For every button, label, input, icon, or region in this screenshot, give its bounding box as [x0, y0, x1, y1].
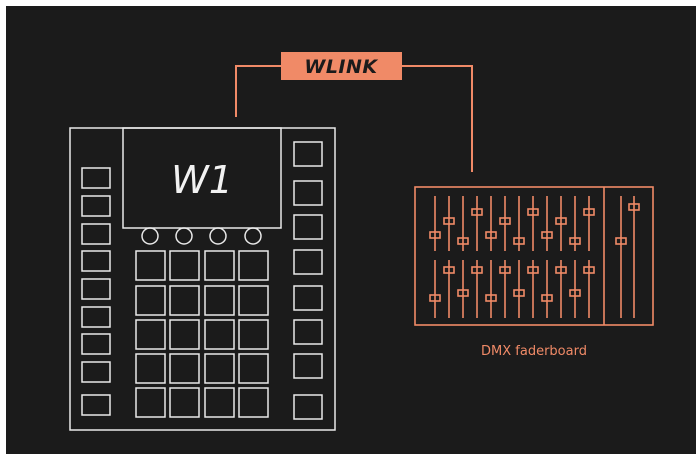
w1-side-button [293, 353, 323, 379]
fader-knob [485, 294, 497, 302]
fader-knob [569, 289, 581, 297]
w1-pad [238, 285, 269, 316]
master-faders [615, 196, 640, 318]
w1-side-button [293, 141, 323, 167]
fader-knob [583, 266, 595, 274]
master-fader-knob [628, 203, 640, 211]
fader-knob [443, 217, 455, 225]
fader-knob [527, 266, 539, 274]
w1-pad-grid [135, 250, 269, 418]
w1-pad [169, 285, 200, 316]
fader-knob [527, 208, 539, 216]
w1-side-button [81, 333, 111, 355]
fader-knob [541, 231, 553, 239]
w1-knob-row [141, 227, 262, 245]
w1-pad [238, 387, 269, 418]
w1-knob [141, 227, 159, 245]
wlink-badge-box [281, 52, 402, 80]
w1-pad [204, 285, 235, 316]
w1-side-button [293, 249, 323, 275]
w1-left-button-column [81, 167, 111, 416]
diagram-background [6, 6, 696, 454]
fader-knob [457, 289, 469, 297]
fader-knob [499, 266, 511, 274]
w1-side-button [81, 361, 111, 383]
w1-side-button [293, 285, 323, 311]
fader-knob [485, 231, 497, 239]
fader-knob [499, 217, 511, 225]
w1-right-button-column [293, 141, 323, 420]
fader-knob [457, 237, 469, 245]
fader-knob [429, 231, 441, 239]
w1-knob [244, 227, 262, 245]
fader-bank-top [429, 196, 595, 251]
w1-knob [175, 227, 193, 245]
w1-pad [169, 387, 200, 418]
fader-bank-bottom [429, 260, 595, 318]
w1-pad [169, 319, 200, 350]
w1-side-button [293, 319, 323, 345]
w1-knob [209, 227, 227, 245]
w1-pad [169, 250, 200, 281]
fader-knob [513, 237, 525, 245]
w1-pad [135, 319, 166, 350]
faderboard-caption: DMX faderboard [481, 344, 587, 359]
w1-pad [135, 353, 166, 384]
fader-knob [583, 208, 595, 216]
fader-knob [541, 294, 553, 302]
w1-side-button [81, 223, 111, 245]
w1-pad [204, 353, 235, 384]
w1-pad [238, 250, 269, 281]
fader-knob [471, 266, 483, 274]
w1-pad [204, 250, 235, 281]
master-fader-knob [615, 237, 627, 245]
w1-label: W1 [171, 158, 233, 202]
wlink-label: WLINK [304, 56, 378, 78]
wlink-cable-left [235, 65, 282, 117]
w1-device [69, 127, 336, 431]
w1-side-button [81, 195, 111, 217]
w1-side-button [81, 394, 111, 416]
w1-pad [238, 319, 269, 350]
w1-display [122, 127, 282, 229]
w1-pad [135, 387, 166, 418]
w1-pad [204, 387, 235, 418]
fader-knob [569, 237, 581, 245]
wlink-cable-right [401, 65, 473, 172]
w1-pad [135, 285, 166, 316]
w1-side-button [293, 214, 323, 240]
w1-side-button [293, 394, 323, 420]
w1-side-button [81, 250, 111, 272]
fader-knob [513, 289, 525, 297]
w1-side-button [293, 180, 323, 206]
w1-side-button [81, 278, 111, 300]
w1-pad [169, 353, 200, 384]
wlink-connection [235, 65, 473, 172]
w1-pad [204, 319, 235, 350]
w1-pad [135, 250, 166, 281]
w1-pad [238, 353, 269, 384]
fader-knob [429, 294, 441, 302]
faderboard-body [414, 186, 654, 326]
fader-knob [555, 266, 567, 274]
fader-knob [471, 208, 483, 216]
wlink-badge: WLINK [281, 52, 402, 80]
fader-knob [443, 266, 455, 274]
fader-knob [555, 217, 567, 225]
w1-side-button [81, 167, 111, 189]
dmx-faderboard [414, 186, 654, 326]
w1-side-button [81, 306, 111, 328]
